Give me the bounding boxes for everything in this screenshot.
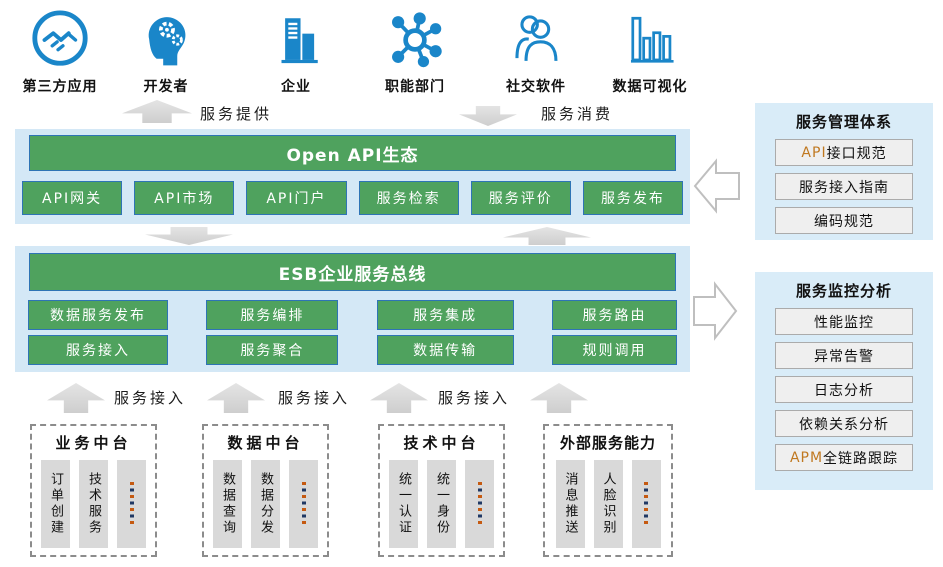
- platform-technology: 技术中台 统一认证 统一身份: [378, 424, 505, 557]
- open-api-item: API网关: [22, 181, 123, 215]
- service-access-label: 服务接入: [438, 389, 511, 407]
- esb-item: 数据服务发布: [28, 300, 168, 330]
- open-api-items: API网关 API市场 API门户 服务检索 服务评价 服务发布: [22, 181, 684, 215]
- open-api-item: 服务发布: [582, 181, 684, 215]
- panel-item: 服务接入指南: [775, 173, 913, 200]
- handshake-icon: [2, 6, 118, 74]
- service-access-arrow: [207, 383, 265, 413]
- panel-item: 编码规范: [775, 207, 913, 234]
- service-provide-arrow-up: [122, 100, 192, 123]
- platform-service: 数据分发: [251, 460, 280, 548]
- platform-title: 数据中台: [227, 434, 304, 452]
- actor-label: 开发者: [143, 79, 189, 95]
- platform-service-more: [289, 460, 318, 548]
- panel-item: 性能监控: [775, 308, 913, 335]
- actor-label: 职能部门: [385, 79, 445, 95]
- actor-label: 企业: [281, 79, 311, 95]
- actor-developer: 开发者: [108, 6, 224, 96]
- open-api-item: 服务评价: [470, 181, 571, 215]
- bar-chart-icon: [592, 6, 708, 74]
- buildings-icon: [238, 6, 354, 74]
- down-arrow-openapi-to-esb: [145, 227, 233, 245]
- ellipsis-dots: [129, 482, 134, 526]
- up-arrow-esb-to-openapi: [503, 227, 591, 245]
- ellipsis-dots: [644, 482, 648, 526]
- esb-item: 数据传输: [376, 335, 514, 365]
- esb-row-1: 数据服务发布 服务编排 服务集成 服务路由: [28, 300, 677, 330]
- esb-item: 服务路由: [551, 300, 677, 330]
- platform-service: 统一身份: [427, 460, 456, 548]
- esb-item: 规则调用: [551, 335, 677, 365]
- platform-title: 技术中台: [403, 434, 480, 452]
- panel-item: 日志分析: [775, 376, 913, 403]
- esb-item: 服务接入: [28, 335, 168, 365]
- people-icon: [478, 6, 594, 74]
- panel-title: 服务监控分析: [795, 282, 892, 300]
- open-api-item: API门户: [246, 181, 347, 215]
- actor-data-visualization: 数据可视化: [592, 6, 708, 96]
- open-api-container: Open API生态 API网关 API市场 API门户 服务检索 服务评价 服…: [15, 129, 690, 224]
- platform-service: 数据查询: [213, 460, 242, 548]
- service-access-arrow: [47, 383, 105, 413]
- platform-external-services: 外部服务能力 消息推送 人脸识别: [543, 424, 673, 557]
- service-access-label: 服务接入: [114, 389, 187, 407]
- platform-service-more: [465, 460, 494, 548]
- platform-service: 技术服务: [79, 460, 108, 548]
- ellipsis-dots: [301, 482, 306, 526]
- platform-business: 业务中台 订单创建 技术服务: [30, 424, 157, 557]
- service-provide-label: 服务提供: [200, 105, 273, 123]
- esb-row-2: 服务接入 服务聚合 数据传输 规则调用: [28, 335, 677, 365]
- platform-data: 数据中台 数据查询 数据分发: [202, 424, 329, 557]
- actor-enterprise: 企业: [238, 6, 354, 96]
- platform-service: 订单创建: [41, 460, 70, 548]
- service-access-arrow: [530, 383, 588, 413]
- panel-title: 服务管理体系: [795, 113, 892, 131]
- platform-service: 统一认证: [389, 460, 418, 548]
- platform-service-more: [631, 460, 661, 548]
- service-access-label: 服务接入: [278, 389, 351, 407]
- platform-title: 业务中台: [55, 434, 132, 452]
- service-consume-arrow-down: [459, 106, 517, 126]
- esb-title-bar: ESB企业服务总线: [29, 253, 676, 291]
- actor-social-software: 社交软件: [478, 6, 594, 96]
- network-nodes-icon: [357, 6, 473, 74]
- actor-functional-dept: 职能部门: [357, 6, 473, 96]
- right-hollow-arrow: [691, 276, 739, 350]
- service-consume-label: 服务消费: [541, 105, 614, 123]
- developer-gears-icon: [108, 6, 224, 74]
- platform-title: 外部服务能力: [559, 434, 656, 452]
- open-api-item: API市场: [134, 181, 235, 215]
- panel-item: 异常告警: [775, 342, 913, 369]
- actor-label: 第三方应用: [22, 79, 98, 95]
- open-api-item: 服务检索: [358, 181, 459, 215]
- actor-label: 数据可视化: [612, 79, 688, 95]
- platform-service: 人脸识别: [593, 460, 623, 548]
- panel-item: 依赖关系分析: [775, 410, 913, 437]
- actor-third-party-app: 第三方应用: [2, 6, 118, 96]
- actor-label: 社交软件: [506, 79, 566, 95]
- ellipsis-dots: [477, 482, 482, 526]
- platform-service-more: [117, 460, 146, 548]
- open-api-title-bar: Open API生态: [29, 135, 676, 171]
- platform-service: 消息推送: [555, 460, 585, 548]
- esb-item: 服务聚合: [206, 335, 339, 365]
- esb-container: ESB企业服务总线 数据服务发布 服务编排 服务集成 服务路由 服务接入 服务聚…: [15, 246, 690, 372]
- service-access-arrow: [370, 383, 428, 413]
- esb-item: 服务编排: [206, 300, 339, 330]
- esb-item: 服务集成: [376, 300, 514, 330]
- left-hollow-arrow: [692, 153, 742, 223]
